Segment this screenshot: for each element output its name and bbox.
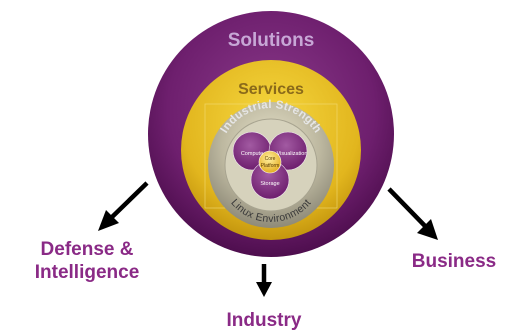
arrow-business: [387, 187, 438, 240]
arrow-industry: [256, 264, 272, 297]
defense-label-line2: Intelligence: [34, 262, 140, 283]
core-label-line1: Core: [265, 156, 276, 162]
arrow-defense: [98, 181, 149, 231]
industry-label: Industry: [226, 310, 302, 331]
defense-intelligence-label: Defense & Intelligence: [14, 238, 160, 284]
storage-label: Storage: [260, 181, 279, 187]
core-label-line2: Platform: [261, 163, 280, 169]
core-platform-circle: [258, 150, 282, 174]
compute-label: Compute: [241, 151, 263, 157]
services-label: Services: [238, 81, 304, 98]
business-label: Business: [411, 251, 497, 272]
defense-label-line1: Defense &: [40, 239, 134, 260]
solutions-label: Solutions: [228, 30, 315, 51]
visualization-label: Visualization: [277, 151, 308, 157]
